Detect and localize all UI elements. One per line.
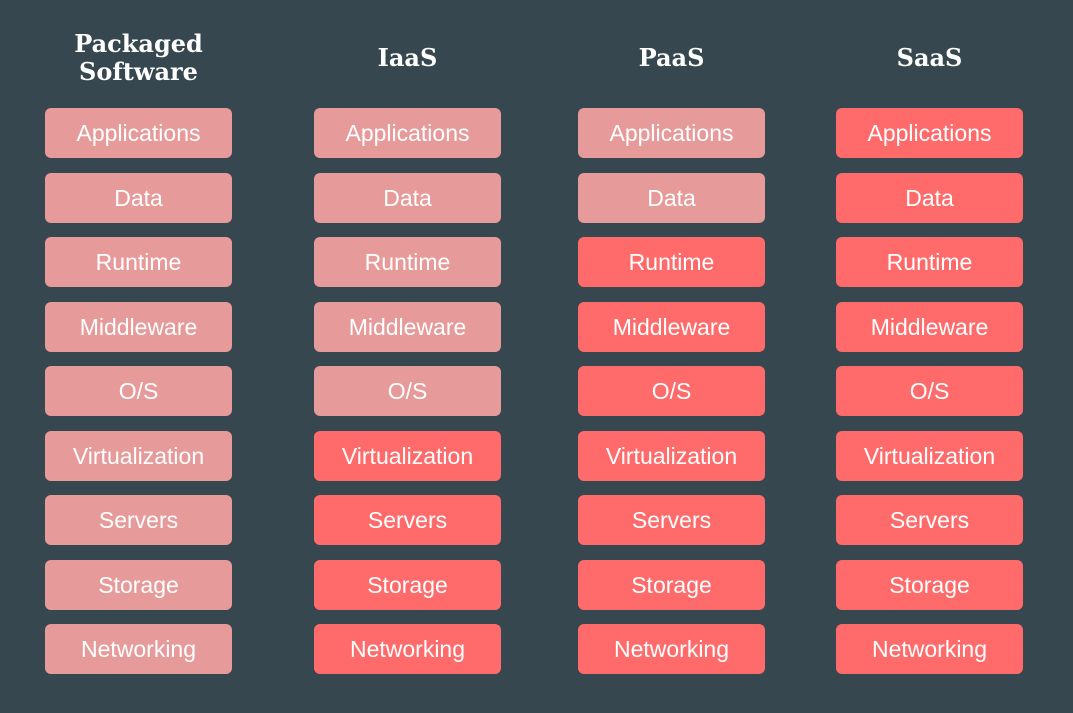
layer-servers: Servers — [45, 495, 232, 545]
layer-o-s: O/S — [836, 366, 1023, 416]
layer-storage: Storage — [578, 560, 765, 610]
layer-middleware: Middleware — [314, 302, 501, 352]
layer-servers: Servers — [314, 495, 501, 545]
layer-middleware: Middleware — [836, 302, 1023, 352]
layer-storage: Storage — [45, 560, 232, 610]
column-header: Packaged Software — [74, 29, 203, 86]
layer-runtime: Runtime — [314, 237, 501, 287]
layer-middleware: Middleware — [578, 302, 765, 352]
layer-servers: Servers — [836, 495, 1023, 545]
layer-applications: Applications — [314, 108, 501, 158]
layer-runtime: Runtime — [836, 237, 1023, 287]
layer-o-s: O/S — [45, 366, 232, 416]
layer-data: Data — [314, 173, 501, 223]
layer-applications: Applications — [836, 108, 1023, 158]
layer-virtualization: Virtualization — [314, 431, 501, 481]
layer-storage: Storage — [836, 560, 1023, 610]
layer-data: Data — [45, 173, 232, 223]
layer-storage: Storage — [314, 560, 501, 610]
layer-o-s: O/S — [314, 366, 501, 416]
layer-o-s: O/S — [578, 366, 765, 416]
column-header: PaaS — [638, 43, 705, 72]
layer-applications: Applications — [45, 108, 232, 158]
column-header: SaaS — [896, 43, 963, 72]
layer-virtualization: Virtualization — [578, 431, 765, 481]
layer-networking: Networking — [578, 624, 765, 674]
layer-servers: Servers — [578, 495, 765, 545]
layer-applications: Applications — [578, 108, 765, 158]
column-header: IaaS — [377, 43, 438, 72]
layer-networking: Networking — [836, 624, 1023, 674]
layer-data: Data — [836, 173, 1023, 223]
layer-data: Data — [578, 173, 765, 223]
layer-runtime: Runtime — [578, 237, 765, 287]
layer-middleware: Middleware — [45, 302, 232, 352]
layer-networking: Networking — [314, 624, 501, 674]
layer-networking: Networking — [45, 624, 232, 674]
layer-virtualization: Virtualization — [45, 431, 232, 481]
layer-virtualization: Virtualization — [836, 431, 1023, 481]
layer-runtime: Runtime — [45, 237, 232, 287]
